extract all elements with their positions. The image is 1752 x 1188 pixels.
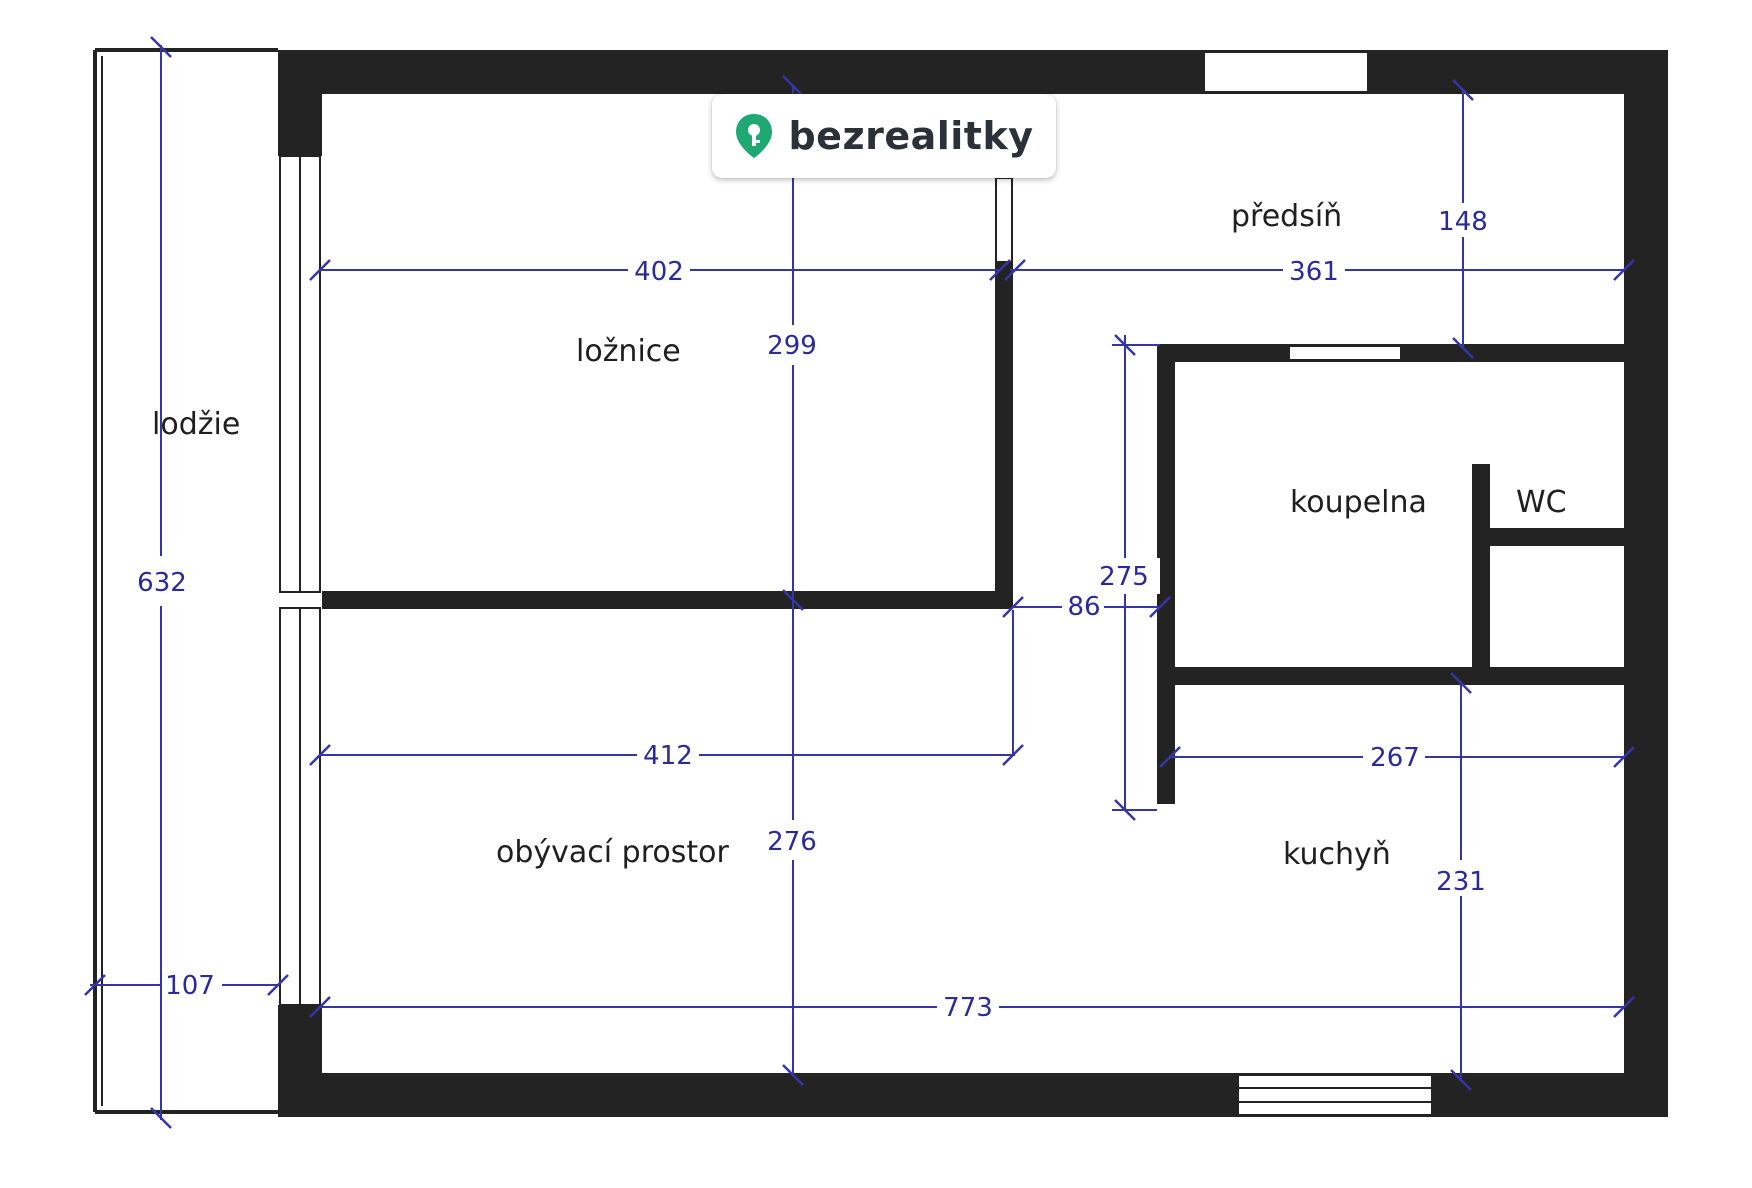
dimension-label: 299 <box>767 331 817 361</box>
wall-bedroom-living <box>322 591 1012 609</box>
room-labels: lodžie ložnice předsíň koupelna WC obýva… <box>152 199 1567 872</box>
dimension-label: 86 <box>1067 592 1100 622</box>
dimension-label: 402 <box>634 257 684 287</box>
dimension-label: 107 <box>165 971 215 1001</box>
window-bottom <box>1237 1074 1433 1116</box>
room-label-living: obývací prostor <box>496 835 729 870</box>
brand-name: bezrealitky <box>788 114 1034 158</box>
dimension-label: 412 <box>643 741 693 771</box>
dimension-label: 275 <box>1099 562 1149 592</box>
bathroom-door-opening <box>1288 345 1402 361</box>
outer-wall-left-upper <box>278 50 322 156</box>
openings <box>279 51 1433 1116</box>
loggia <box>93 48 278 1114</box>
dimension-label: 148 <box>1438 207 1488 237</box>
wall-bedroom-hall <box>995 262 1013 609</box>
dimension-labels: 632 402 361 299 148 275 86 412 267 276 2… <box>137 207 1488 1023</box>
dimension-label: 773 <box>943 993 993 1023</box>
wall-bathroom-bottom <box>1175 667 1624 685</box>
room-label-bathroom: koupelna <box>1290 485 1427 520</box>
brand-logo-card: bezrealitky <box>712 94 1056 178</box>
outer-wall-left-lower <box>278 1005 322 1117</box>
wall-wc-partition <box>1472 464 1490 667</box>
map-pin-key-icon <box>736 114 773 158</box>
room-label-loggia: lodžie <box>152 407 240 442</box>
dimension-label: 632 <box>137 568 187 598</box>
label-knockouts <box>141 203 1494 1024</box>
room-label-bedroom: ložnice <box>576 334 681 369</box>
dimension-label: 361 <box>1289 257 1339 287</box>
room-label-wc: WC <box>1516 485 1567 520</box>
wall-bathroom-left <box>1157 344 1175 804</box>
dimension-ticks <box>84 36 1635 1129</box>
dimension-label: 276 <box>767 827 817 857</box>
room-label-hallway: předsíň <box>1231 199 1342 234</box>
outer-wall-bottom <box>278 1073 1668 1117</box>
dimension-label: 231 <box>1436 867 1486 897</box>
outer-wall-top <box>278 50 1668 94</box>
room-label-kitchen: kuchyň <box>1283 837 1391 872</box>
wall-wc-shelf <box>1490 528 1624 546</box>
outer-wall-right <box>1624 50 1668 1117</box>
bedroom-door-frame <box>995 177 1013 263</box>
walls <box>278 50 1668 1117</box>
window-top <box>1203 51 1369 93</box>
dimension-label: 267 <box>1370 743 1420 773</box>
